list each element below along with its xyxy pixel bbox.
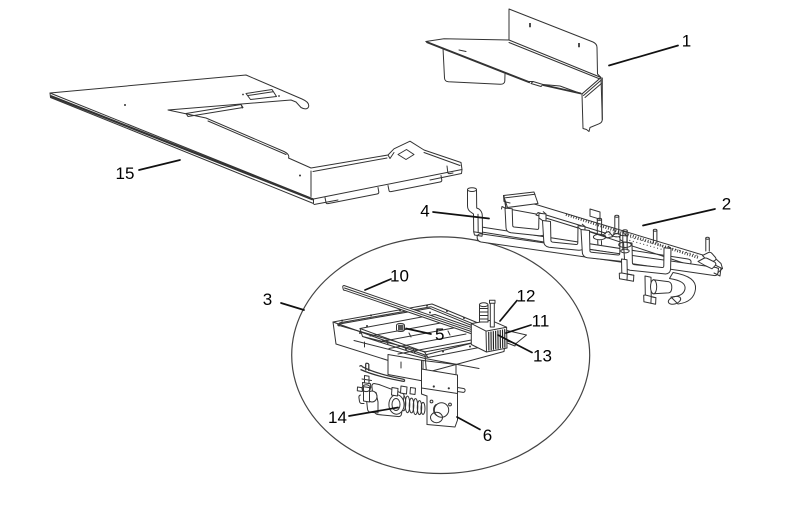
svg-text:2: 2 (722, 195, 731, 214)
svg-text:6: 6 (483, 426, 492, 445)
svg-text:5: 5 (435, 325, 444, 344)
svg-text:14: 14 (328, 408, 347, 427)
svg-text:15: 15 (116, 164, 135, 183)
svg-text:11: 11 (532, 312, 550, 331)
svg-text:1: 1 (682, 32, 691, 51)
svg-text:4: 4 (420, 202, 429, 221)
svg-text:3: 3 (263, 290, 272, 309)
svg-text:10: 10 (390, 267, 409, 286)
svg-text:13: 13 (533, 347, 552, 366)
svg-text:12: 12 (517, 287, 536, 306)
